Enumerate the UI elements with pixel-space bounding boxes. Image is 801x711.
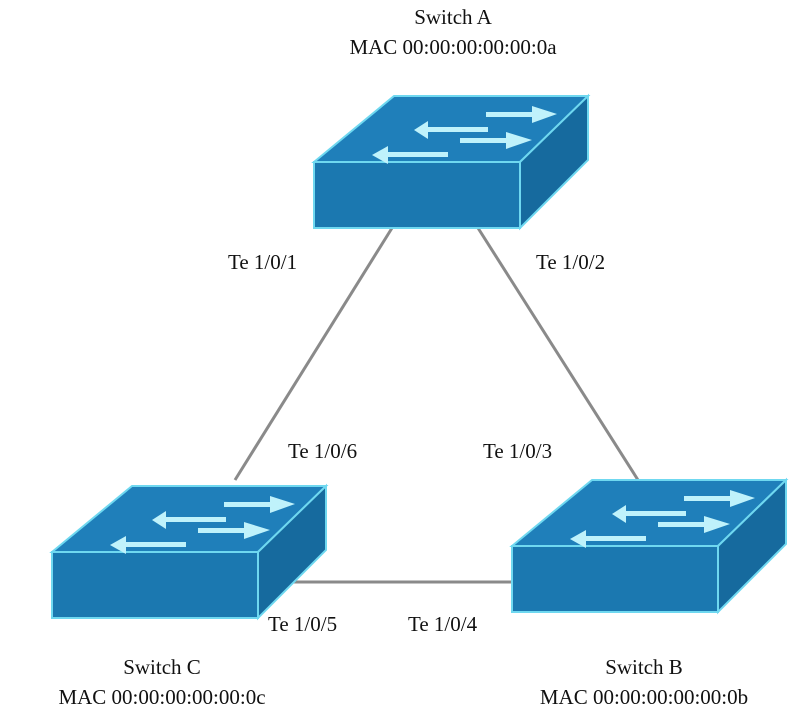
switch-c-name: Switch C <box>123 655 201 679</box>
switch-b-name: Switch B <box>605 655 683 679</box>
switch-a-mac: MAC 00:00:00:00:00:0a <box>349 35 557 59</box>
port-label-te-1-0-6: Te 1/0/6 <box>288 439 358 463</box>
port-label-te-1-0-4: Te 1/0/4 <box>408 612 478 636</box>
port-label-te-1-0-3: Te 1/0/3 <box>483 439 553 463</box>
switch-b-mac: MAC 00:00:00:00:00:0b <box>539 685 749 709</box>
switch-b-icon[interactable] <box>511 479 787 613</box>
port-label-te-1-0-1: Te 1/0/1 <box>228 250 298 274</box>
switch-c-mac: MAC 00:00:00:00:00:0c <box>58 685 266 709</box>
switch-c-icon[interactable] <box>51 485 327 619</box>
switch-a-icon[interactable] <box>313 95 589 229</box>
switch-a-name: Switch A <box>414 5 492 29</box>
link-a-c <box>233 227 394 481</box>
link-a-b <box>476 227 640 481</box>
port-label-te-1-0-2: Te 1/0/2 <box>536 250 606 274</box>
port-label-te-1-0-5: Te 1/0/5 <box>268 612 338 636</box>
